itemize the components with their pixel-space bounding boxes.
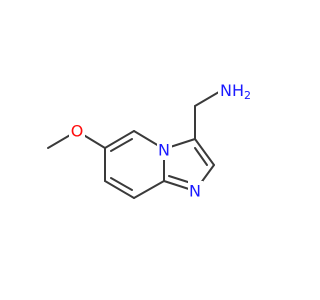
amine-nh-text: NH (220, 81, 244, 100)
imidazopyridine-methanamine-structure: NH2 O N N (47, 79, 255, 201)
atom-label-layer: NH2 O N N (69, 79, 255, 201)
imidazole-nitrogen-label: N (189, 182, 201, 201)
bond-c5-to-c6-double (110, 138, 133, 152)
bond-c8-to-c8a (133, 180, 165, 199)
bridgehead-nitrogen-label: N (158, 141, 170, 160)
bond-layer (47, 88, 225, 199)
bond-c5-to-c6 (104, 130, 135, 149)
amine-label: NH2 (220, 81, 251, 103)
amine-group: NH2 (218, 79, 255, 102)
bond-n1-to-c8a-double (168, 175, 192, 184)
imidazole-nitrogen: N (188, 181, 203, 201)
bond-c7-to-c8 (104, 180, 135, 199)
bond-c7-to-c8-double (110, 177, 133, 191)
methoxy-oxygen-label: O (71, 122, 84, 141)
bridgehead-nitrogen: N (157, 140, 172, 160)
bond-c3-to-c2 (194, 138, 215, 166)
bond-c3-to-c2-double (194, 147, 208, 166)
amine-subscript: 2 (244, 89, 251, 102)
methoxy-oxygen: O (69, 120, 85, 142)
